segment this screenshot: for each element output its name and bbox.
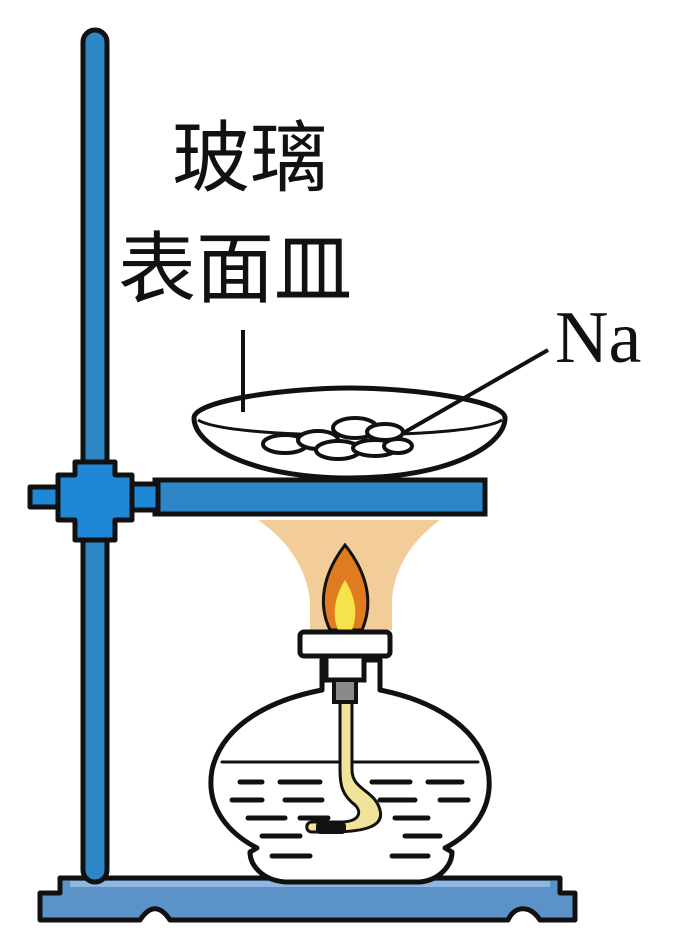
watch-glass-icon — [191, 385, 508, 481]
pointer-lines — [241, 330, 549, 434]
sodium-pointer — [404, 348, 549, 434]
stand-rod — [80, 27, 110, 885]
sodium-pieces — [261, 416, 414, 461]
dish-label-line2: 表面皿 — [118, 226, 352, 313]
clamp-icon — [27, 459, 161, 543]
sodium-label: Na — [555, 297, 641, 379]
alcohol-lamp — [208, 629, 492, 885]
support-arm — [152, 477, 488, 517]
wick — [305, 698, 383, 834]
flame-icon — [258, 520, 440, 632]
dish-label-line1: 玻璃 — [172, 115, 328, 202]
